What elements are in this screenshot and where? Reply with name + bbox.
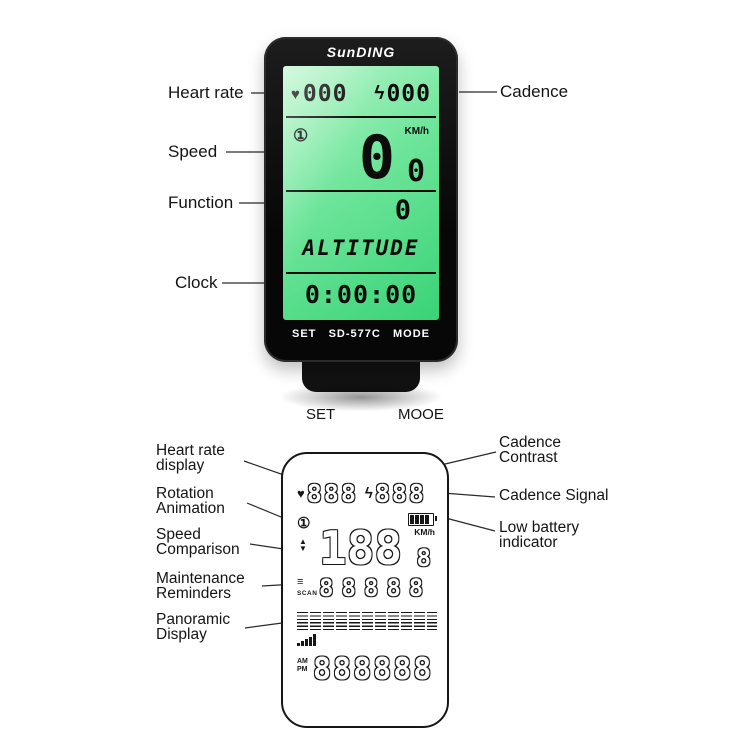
device-mount <box>302 358 420 392</box>
speed-comparison-icon: ▲▼ <box>299 537 307 553</box>
rotation-icon: ① <box>293 126 309 145</box>
cadence-value: 000 <box>386 81 431 107</box>
model-number: SD-577C <box>328 328 381 340</box>
lcd-screen: ♥ 000 ϟ 000 ① KM/h 0 0 0 ALTITUDE 0 <box>283 66 439 320</box>
speed-digits: 188 <box>319 521 403 575</box>
cadence-digits: 888 <box>374 478 426 508</box>
function-value: 0 <box>394 195 411 226</box>
low-battery-icon <box>408 513 437 526</box>
clock-value: 0:00:00 <box>304 280 418 309</box>
device-button-bar: SET SD-577C MODE <box>284 328 438 340</box>
brand-logo: SunDING <box>326 44 396 60</box>
diagram-speed-row: ① ▲▼ KM/h 188 8 <box>297 512 437 575</box>
mode-button-print: MODE <box>393 328 430 340</box>
divider <box>286 190 436 192</box>
heart-icon: ♥ <box>291 85 300 103</box>
cadence-icon: ϟ <box>374 83 385 104</box>
rotation-animation-icon: ① <box>297 515 311 532</box>
heart-rate-value: 000 <box>302 81 348 107</box>
speed-unit-label: KM/h <box>414 527 435 537</box>
odometer-digits: 88888 <box>319 574 432 602</box>
speed-decimal-digit: 8 <box>416 544 431 572</box>
set-button-print: SET <box>292 328 317 340</box>
label-cadence-signal: Cadence Signal <box>499 487 609 504</box>
signal-bars-icon <box>297 634 323 646</box>
speed-row: ① KM/h 0 0 <box>289 118 433 188</box>
label-speed: Speed <box>168 142 218 161</box>
speed-value: 0 <box>358 123 395 193</box>
diagram-heart-cadence-row: ♥ 888 ϟ 888 <box>297 476 437 510</box>
cadence-signal-icon: ϟ <box>364 484 373 502</box>
function-row: 0 <box>289 194 411 230</box>
label-function: Function <box>168 193 234 212</box>
label-cadence: Cadence <box>500 82 569 101</box>
diagram-scan-row: ≡ SCAN 88888 <box>297 574 437 604</box>
label-clock: Clock <box>175 273 218 292</box>
speed-unit-label: KM/h <box>404 126 429 137</box>
maintenance-reminder-icon: ≡ <box>297 576 304 588</box>
bike-computer: SunDING ♥ 000 ϟ 000 ① KM/h 0 0 <box>264 37 458 362</box>
function-mode-label: ALTITUDE <box>302 236 420 260</box>
divider <box>286 116 436 118</box>
divider <box>286 272 436 274</box>
label-set-button: SET <box>306 406 336 423</box>
diagram-panoramic-row <box>297 612 437 646</box>
label-mode-button: MOOE <box>398 406 444 423</box>
speed-decimal: 0 <box>406 154 425 189</box>
lcd-diagram: ♥ 888 ϟ 888 ① ▲▼ KM/h 188 8 ≡ SCAN 88888… <box>281 452 449 728</box>
device-shadow <box>276 382 446 412</box>
heart-icon: ♥ <box>297 485 305 501</box>
clock-digits: 888888 <box>313 652 434 687</box>
scan-label: SCAN <box>297 590 318 597</box>
heart-cadence-row: ♥ 000 ϟ 000 <box>291 76 431 112</box>
label-heart-rate: Heart rate <box>168 83 244 102</box>
heart-rate-digits: 888 <box>306 478 358 508</box>
panoramic-display-area <box>297 612 437 630</box>
